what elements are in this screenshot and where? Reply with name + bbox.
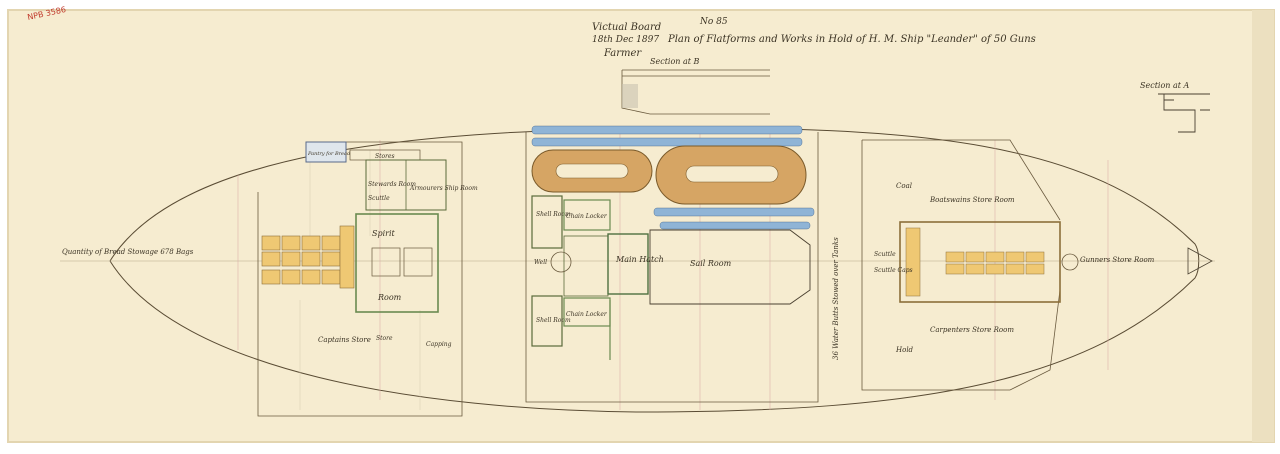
bread-pantry bbox=[305, 141, 347, 163]
bread-bins bbox=[261, 225, 355, 289]
scuttle-label: Scuttle bbox=[368, 195, 390, 202]
aft-storeroom-block bbox=[899, 221, 1061, 303]
armourer-room-label: Armourers Ship Room bbox=[409, 185, 478, 192]
main-hatch-label: Main Hatch bbox=[615, 255, 664, 264]
capping-label: Capping bbox=[426, 341, 452, 348]
midships-hold: Shell Room Chain Locker Main Hatch Well … bbox=[525, 125, 819, 403]
aft-platform: Coal Boatswains Store Room Gunners Store… bbox=[861, 139, 1155, 391]
section-a-label: Section at A bbox=[1140, 81, 1190, 90]
stem-post bbox=[1187, 247, 1213, 275]
hold-label: Hold bbox=[895, 346, 914, 354]
aft-bins bbox=[905, 227, 1045, 297]
shell-room-aft bbox=[531, 295, 563, 347]
spirit-room bbox=[355, 213, 439, 313]
fore-platform: Pantry for Bread Stores Stewards Room Sc… bbox=[62, 141, 478, 417]
sheet-number: No 85 bbox=[699, 17, 728, 27]
approval-signature: Farmer bbox=[603, 48, 642, 59]
approval-line1: Victual Board bbox=[592, 22, 661, 33]
captains-store-label: Captains Store bbox=[318, 336, 371, 344]
sail-room bbox=[649, 229, 811, 305]
scuttle-caps-label: Scuttle Caps bbox=[874, 267, 913, 274]
main-hatch bbox=[607, 233, 649, 295]
paper-fold bbox=[1252, 10, 1274, 442]
store-label: Store bbox=[376, 335, 393, 342]
spirit-label: Spirit bbox=[372, 229, 396, 238]
section-b-detail: Section at B bbox=[621, 57, 770, 115]
chain-locker-aft-label: Chain Locker bbox=[566, 311, 608, 318]
gunner-store-label: Gunners Store Room bbox=[1080, 256, 1155, 264]
well bbox=[550, 251, 572, 273]
stores-label: Stores bbox=[375, 153, 395, 160]
section-a-detail: Section at A bbox=[1140, 81, 1210, 133]
pantry-label: Pantry for Bread bbox=[307, 151, 350, 157]
coal-label: Coal bbox=[896, 182, 912, 190]
bread-stowage-label: Quantity of Bread Stowage 678 Bags bbox=[62, 248, 194, 256]
carpenter-store-label: Carpenters Store Room bbox=[930, 326, 1014, 334]
sail-room-label: Sail Room bbox=[690, 259, 732, 268]
paper bbox=[8, 10, 1274, 442]
section-b-label: Section at B bbox=[650, 57, 700, 66]
chain-locker-label: Chain Locker bbox=[566, 213, 608, 220]
boatswain-store-label: Boatswains Store Room bbox=[929, 196, 1015, 204]
plan-title: Plan of Flatforms and Works in Hold of H… bbox=[667, 34, 1036, 45]
aft-scuttle-label: Scuttle bbox=[874, 251, 896, 258]
well-label: Well bbox=[534, 259, 547, 266]
approval-line2: 18th Dec 1897 bbox=[592, 35, 659, 45]
shell-room bbox=[531, 195, 563, 249]
water-casks bbox=[531, 125, 815, 230]
spirit-room-label: Room bbox=[377, 293, 402, 302]
water-butts-note: 36 Water Butts Stowed over Tanks bbox=[832, 237, 840, 360]
chain-locker bbox=[563, 199, 611, 231]
shell-room-aft-label: Shell Room bbox=[536, 317, 571, 324]
shell-room-label: Shell Room bbox=[536, 211, 571, 218]
steward-room-label: Stewards Room bbox=[368, 181, 416, 188]
aft-pump-well bbox=[1061, 253, 1079, 271]
